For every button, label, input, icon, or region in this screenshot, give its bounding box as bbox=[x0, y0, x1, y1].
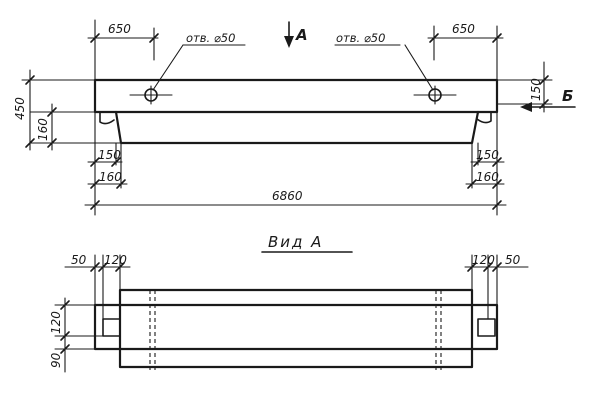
beam-right-notch bbox=[476, 111, 492, 124]
tick bbox=[467, 179, 477, 189]
tick bbox=[25, 75, 35, 85]
view-a-title: Вид A bbox=[268, 233, 323, 251]
dim-right-height: 150 bbox=[529, 78, 543, 101]
dim-right-offset: 650 bbox=[452, 22, 475, 36]
dim-va-left-120: 120 bbox=[104, 253, 127, 267]
dim-left-offset: 650 bbox=[108, 22, 131, 36]
tick bbox=[492, 157, 502, 167]
tick bbox=[90, 33, 100, 43]
tick bbox=[492, 262, 502, 272]
tick bbox=[483, 262, 493, 272]
tick bbox=[90, 179, 100, 189]
dim-va-side-120: 120 bbox=[49, 311, 63, 334]
view-b-arrow-head bbox=[520, 102, 532, 112]
beam-upper-outline bbox=[93, 78, 499, 114]
tick bbox=[60, 344, 70, 354]
tick bbox=[47, 107, 57, 117]
beam-left-notch bbox=[99, 111, 115, 125]
hole-left-label: отв. ⌀50 bbox=[186, 31, 235, 45]
pad-right bbox=[477, 318, 496, 337]
dim-160-br: 160 bbox=[476, 170, 499, 184]
tick bbox=[98, 262, 108, 272]
tick bbox=[467, 262, 477, 272]
tick bbox=[25, 138, 35, 148]
dim-va-left-50: 50 bbox=[71, 253, 87, 267]
tick bbox=[473, 157, 483, 167]
tick bbox=[539, 75, 549, 85]
tick bbox=[492, 179, 502, 189]
pad-left bbox=[102, 318, 121, 337]
tick bbox=[60, 300, 70, 310]
view-a: Вид A 50 120 120 50 bbox=[49, 233, 529, 373]
front-view: отв. ⌀50 отв. ⌀50 650 650 A 450 160 bbox=[13, 19, 576, 216]
tick bbox=[116, 179, 126, 189]
tick bbox=[90, 262, 100, 272]
dim-160-bl: 160 bbox=[99, 170, 122, 184]
dim-va-right-50: 50 bbox=[505, 253, 521, 267]
tick bbox=[492, 33, 502, 43]
dim-va-side-90: 90 bbox=[49, 352, 63, 368]
tick bbox=[60, 331, 70, 341]
dim-150-bl: 150 bbox=[98, 148, 121, 162]
tick bbox=[492, 200, 502, 210]
tick bbox=[47, 138, 57, 148]
view-b-mark: Б bbox=[562, 87, 573, 105]
leader-hole-right bbox=[334, 44, 434, 91]
tick bbox=[149, 33, 159, 43]
dim-height-lower: 160 bbox=[36, 118, 50, 141]
view-a-arrow-head bbox=[284, 36, 294, 48]
dim-height-total: 450 bbox=[13, 97, 27, 120]
tick bbox=[90, 157, 100, 167]
tick bbox=[111, 157, 121, 167]
tick bbox=[115, 262, 125, 272]
view-a-mark: A bbox=[295, 26, 308, 44]
tick bbox=[429, 33, 439, 43]
leader-hole-left bbox=[152, 44, 246, 91]
dim-150-br: 150 bbox=[476, 148, 499, 162]
dim-va-right-120: 120 bbox=[472, 253, 495, 267]
beam-lower-outline bbox=[114, 110, 480, 145]
hole-right-label: отв. ⌀50 bbox=[336, 31, 385, 45]
plate-inner bbox=[118, 288, 474, 369]
dim-overall-length: 6860 bbox=[272, 189, 303, 203]
tick bbox=[90, 200, 100, 210]
